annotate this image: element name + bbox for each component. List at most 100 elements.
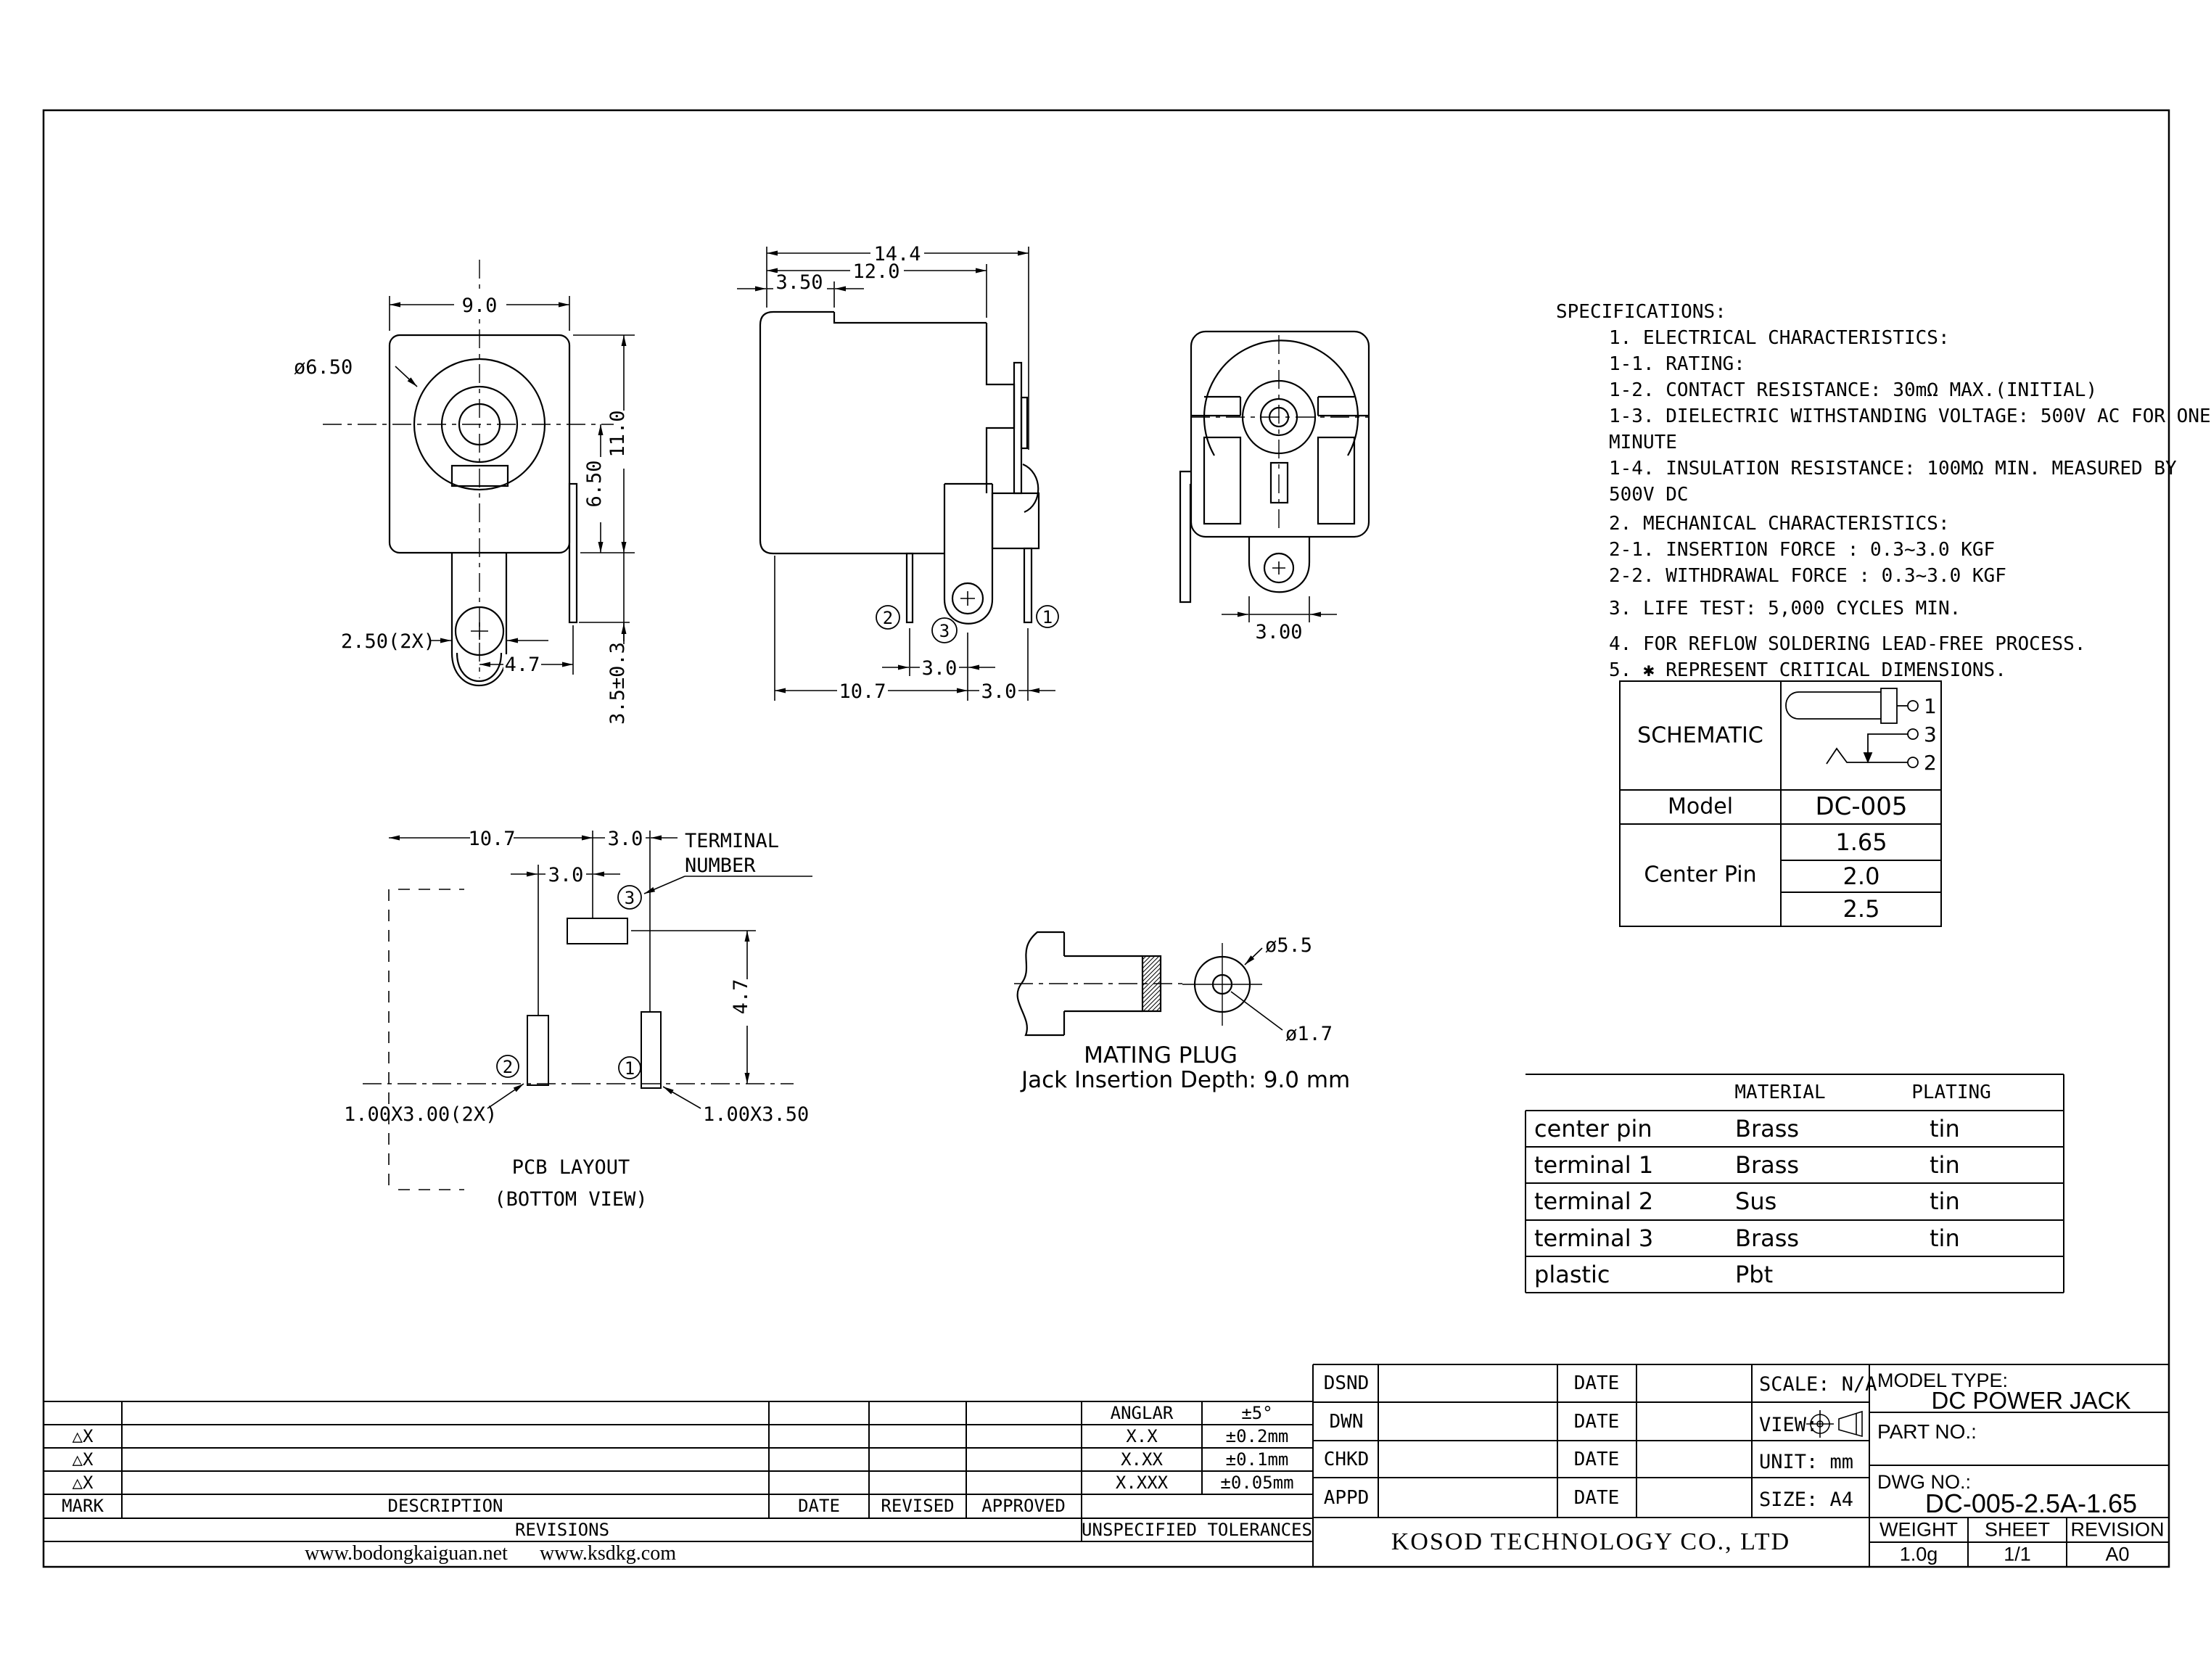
sheet-frame <box>42 109 2170 1568</box>
tol-val-1: ±0.2mm <box>1225 1426 1289 1446</box>
size-value: SIZE: A4 <box>1759 1488 1854 1511</box>
mating-plug-labels: ø5.5 ø1.7 MATING PLUG Jack Insertion Dep… <box>1020 934 1350 1093</box>
material-part: terminal 2 <box>1534 1187 1654 1215</box>
svg-text:3.5±0.3: 3.5±0.3 <box>606 642 629 725</box>
svg-text:12.0: 12.0 <box>852 260 899 283</box>
tol-mark-3: △X <box>72 1473 94 1493</box>
spec-line: 2-2. WITHDRAWAL FORCE : 0.3~3.0 KGF <box>1609 565 2006 587</box>
svg-text:ø5.5: ø5.5 <box>1265 934 1312 957</box>
spec-line: 5. ✱ REPRESENT CRITICAL DIMENSIONS. <box>1609 659 2006 681</box>
plating-value: tin <box>1930 1115 1960 1142</box>
svg-text:NUMBER: NUMBER <box>685 855 756 877</box>
svg-text:4.7: 4.7 <box>505 654 540 676</box>
role-dsnd: DSND <box>1323 1372 1370 1394</box>
svg-text:1: 1 <box>625 1058 635 1079</box>
company-name: KOSOD TECHNOLOGY CO., LTD <box>1391 1528 1791 1555</box>
mating-plug-leaders <box>1230 947 1283 1031</box>
role-appd: APPD <box>1323 1487 1370 1509</box>
material-value: Pbt <box>1735 1261 1774 1288</box>
website-2: www.ksdkg.com <box>540 1542 676 1565</box>
third-angle-projection-icon <box>1806 1410 1863 1438</box>
schematic-pin-labels: 1 3 2 <box>1924 694 1937 775</box>
specifications-title: SPECIFICATIONS: <box>1556 301 1726 323</box>
material-part: center pin <box>1534 1115 1652 1142</box>
svg-text:2: 2 <box>883 608 893 628</box>
svg-text:ø1.7: ø1.7 <box>1285 1023 1333 1045</box>
spec-line: 1-1. RATING: <box>1609 353 1745 375</box>
revision-value: A0 <box>2105 1543 2130 1565</box>
plating-header: PLATING <box>1911 1082 1991 1103</box>
part-no-label: PART NO.: <box>1877 1420 1977 1443</box>
spec-line: 1-3. DIELECTRIC WITHSTANDING VOLTAGE: 50… <box>1609 405 2211 453</box>
side-view <box>759 310 1040 625</box>
website-1: www.bodongkaiguan.net <box>305 1542 508 1565</box>
svg-text:3: 3 <box>939 621 950 641</box>
material-part: terminal 1 <box>1534 1151 1654 1179</box>
date-label: DATE <box>1573 1487 1620 1509</box>
spec-line: 1-4. INSULATION RESISTANCE: 100MΩ MIN. M… <box>1609 458 2177 506</box>
model-type-label: MODEL TYPE: <box>1877 1370 2009 1391</box>
weight-value: 1.0g <box>1899 1543 1938 1565</box>
model-label: Model <box>1667 794 1734 820</box>
tol-size-3: X.XXX <box>1115 1473 1169 1493</box>
revised-header: REVISED <box>881 1496 955 1516</box>
date-label: DATE <box>1573 1449 1620 1470</box>
material-table-borders <box>1525 1074 2064 1293</box>
svg-text:3.0: 3.0 <box>981 680 1017 703</box>
svg-text:10.7: 10.7 <box>839 680 886 703</box>
tol-size-1: X.X <box>1126 1426 1158 1446</box>
plating-value: tin <box>1930 1187 1960 1215</box>
material-header: MATERIAL <box>1734 1082 1826 1103</box>
revisions-label: REVISIONS <box>514 1520 610 1540</box>
side-view-dim-labels: 14.4 12.0 3.50 3.0 10.7 3.0 2 3 1 <box>773 243 1053 703</box>
tol-size-0: ANGLAR <box>1110 1403 1174 1423</box>
rear-view-dimensions <box>1222 596 1337 622</box>
spec-line: 2-1. INSERTION FORCE : 0.3~3.0 KGF <box>1609 539 1996 561</box>
spec-line: 3. LIFE TEST: 5,000 CYCLES MIN. <box>1609 598 1961 619</box>
svg-text:3.50: 3.50 <box>775 271 823 294</box>
material-part: terminal 3 <box>1534 1224 1654 1252</box>
dwg-no-value: DC-005-2.5A-1.65 <box>1924 1488 2138 1518</box>
svg-text:1: 1 <box>1924 694 1937 718</box>
description-header: DESCRIPTION <box>387 1496 503 1516</box>
plating-value: tin <box>1930 1224 1960 1252</box>
svg-text:6.50: 6.50 <box>583 460 606 507</box>
svg-text:Jack Insertion Depth: 9.0 mm: Jack Insertion Depth: 9.0 mm <box>1020 1067 1350 1093</box>
view-label: VIEW: <box>1759 1414 1819 1436</box>
model-type-value: DC POWER JACK <box>1931 1387 2131 1414</box>
rear-pin-dim: 3.00 <box>1255 621 1302 643</box>
scale-value: SCALE: N/A <box>1759 1373 1877 1396</box>
tol-val-0: ±5° <box>1241 1403 1273 1423</box>
pcb-layout-outline <box>388 889 464 1190</box>
tol-mark-2: △X <box>72 1449 94 1470</box>
role-chkd: CHKD <box>1323 1449 1370 1470</box>
date-label: DATE <box>1573 1372 1620 1394</box>
material-value: Brass <box>1735 1224 1800 1252</box>
side-view-terminal-callouts <box>876 605 1059 643</box>
svg-text:3.0: 3.0 <box>608 828 643 850</box>
svg-text:3.0: 3.0 <box>922 657 958 680</box>
svg-text:ø6.50: ø6.50 <box>294 356 353 379</box>
svg-text:TERMINAL: TERMINAL <box>685 830 779 852</box>
sheet-label: SHEET <box>1984 1518 2051 1541</box>
svg-text:11.0: 11.0 <box>606 410 629 457</box>
weight-label: WEIGHT <box>1879 1518 1958 1541</box>
schematic-table-title: SCHEMATIC <box>1637 722 1763 749</box>
material-value: Sus <box>1735 1187 1777 1215</box>
date-label: DATE <box>1573 1411 1620 1433</box>
front-view-centerlines <box>323 260 615 678</box>
svg-text:4.7: 4.7 <box>730 979 752 1015</box>
center-pin-value: 1.65 <box>1835 828 1887 856</box>
svg-text:3.0: 3.0 <box>548 864 584 886</box>
revision-label: REVISION <box>2070 1518 2165 1541</box>
unit-value: UNIT: mm <box>1759 1451 1854 1473</box>
pcb-labels: 10.7 3.0 3.0 4.7 TERMINAL NUMBER 3 2 1 1… <box>344 828 809 1211</box>
spec-line: 1. ELECTRICAL CHARACTERISTICS: <box>1609 327 1950 349</box>
material-part: plastic <box>1534 1261 1610 1288</box>
svg-text:2.50(2X): 2.50(2X) <box>341 630 435 653</box>
pcb-layout <box>527 918 662 1089</box>
schematic-table-borders <box>1619 680 1942 927</box>
spec-line: 2. MECHANICAL CHARACTERISTICS: <box>1609 513 1950 535</box>
spec-line: 1-2. CONTACT RESISTANCE: 30mΩ MAX.(INITI… <box>1609 379 2098 401</box>
